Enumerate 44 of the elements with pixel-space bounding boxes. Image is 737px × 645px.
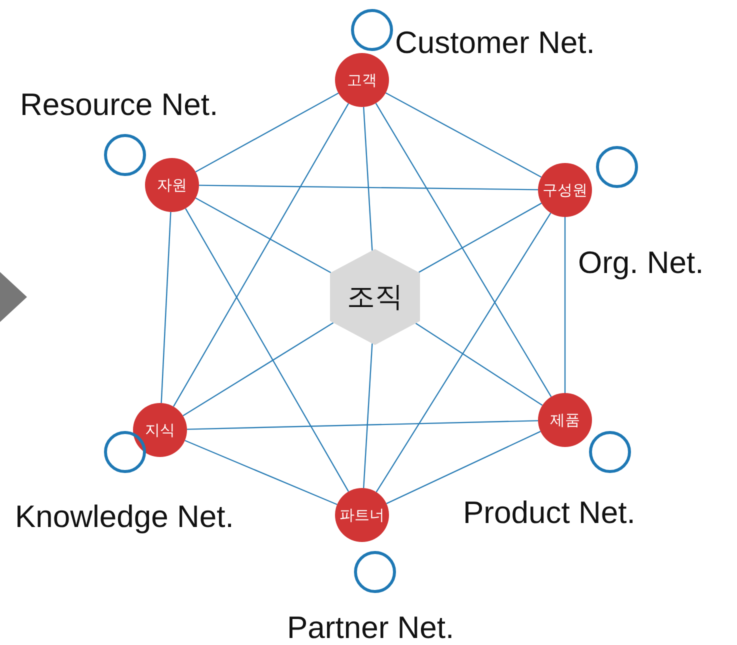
ring-circle xyxy=(596,146,638,188)
connector-line xyxy=(375,102,552,398)
connector-line xyxy=(182,322,334,416)
ring-circle xyxy=(589,431,631,473)
network-label: Org. Net. xyxy=(578,245,704,281)
node-label: 자원 xyxy=(157,176,187,194)
node-label: 파트너 xyxy=(340,506,384,524)
network-label: Knowledge Net. xyxy=(15,499,234,535)
network-label: Partner Net. xyxy=(287,610,454,645)
network-label: Resource Net. xyxy=(20,87,218,123)
circle-node xyxy=(133,403,187,457)
connector-line xyxy=(386,430,541,504)
connector-line xyxy=(376,212,552,492)
connector-line xyxy=(363,343,373,488)
node-label: 제품 xyxy=(550,410,580,430)
circle-node xyxy=(145,158,199,212)
connector-line xyxy=(385,92,542,178)
connector-line xyxy=(363,106,373,251)
ring-circle xyxy=(354,551,396,593)
connector-line xyxy=(199,184,538,190)
hexagon-node xyxy=(330,249,420,345)
connector-line xyxy=(160,212,172,404)
network-label: Customer Net. xyxy=(395,25,595,61)
circle-node xyxy=(538,163,592,217)
connector-line xyxy=(184,440,338,506)
node-label: 조직 xyxy=(347,279,403,315)
connector-line xyxy=(172,103,350,407)
connector-line xyxy=(186,420,538,430)
circle-node xyxy=(538,393,592,447)
connector-line xyxy=(195,92,339,172)
connector-line xyxy=(564,217,566,393)
node-label: 고객 xyxy=(347,70,377,90)
circle-node xyxy=(335,53,389,107)
connector-line xyxy=(184,208,350,492)
network-label: Product Net. xyxy=(463,495,636,531)
ring-circle xyxy=(104,431,146,473)
ring-circle xyxy=(104,134,146,176)
connector-line xyxy=(195,197,332,274)
circle-node xyxy=(335,488,389,542)
node-label: 구성원 xyxy=(542,180,588,200)
ring-circle xyxy=(351,9,393,51)
node-label: 지식 xyxy=(145,420,175,440)
connector-line xyxy=(415,322,543,406)
connector-line xyxy=(418,202,542,273)
